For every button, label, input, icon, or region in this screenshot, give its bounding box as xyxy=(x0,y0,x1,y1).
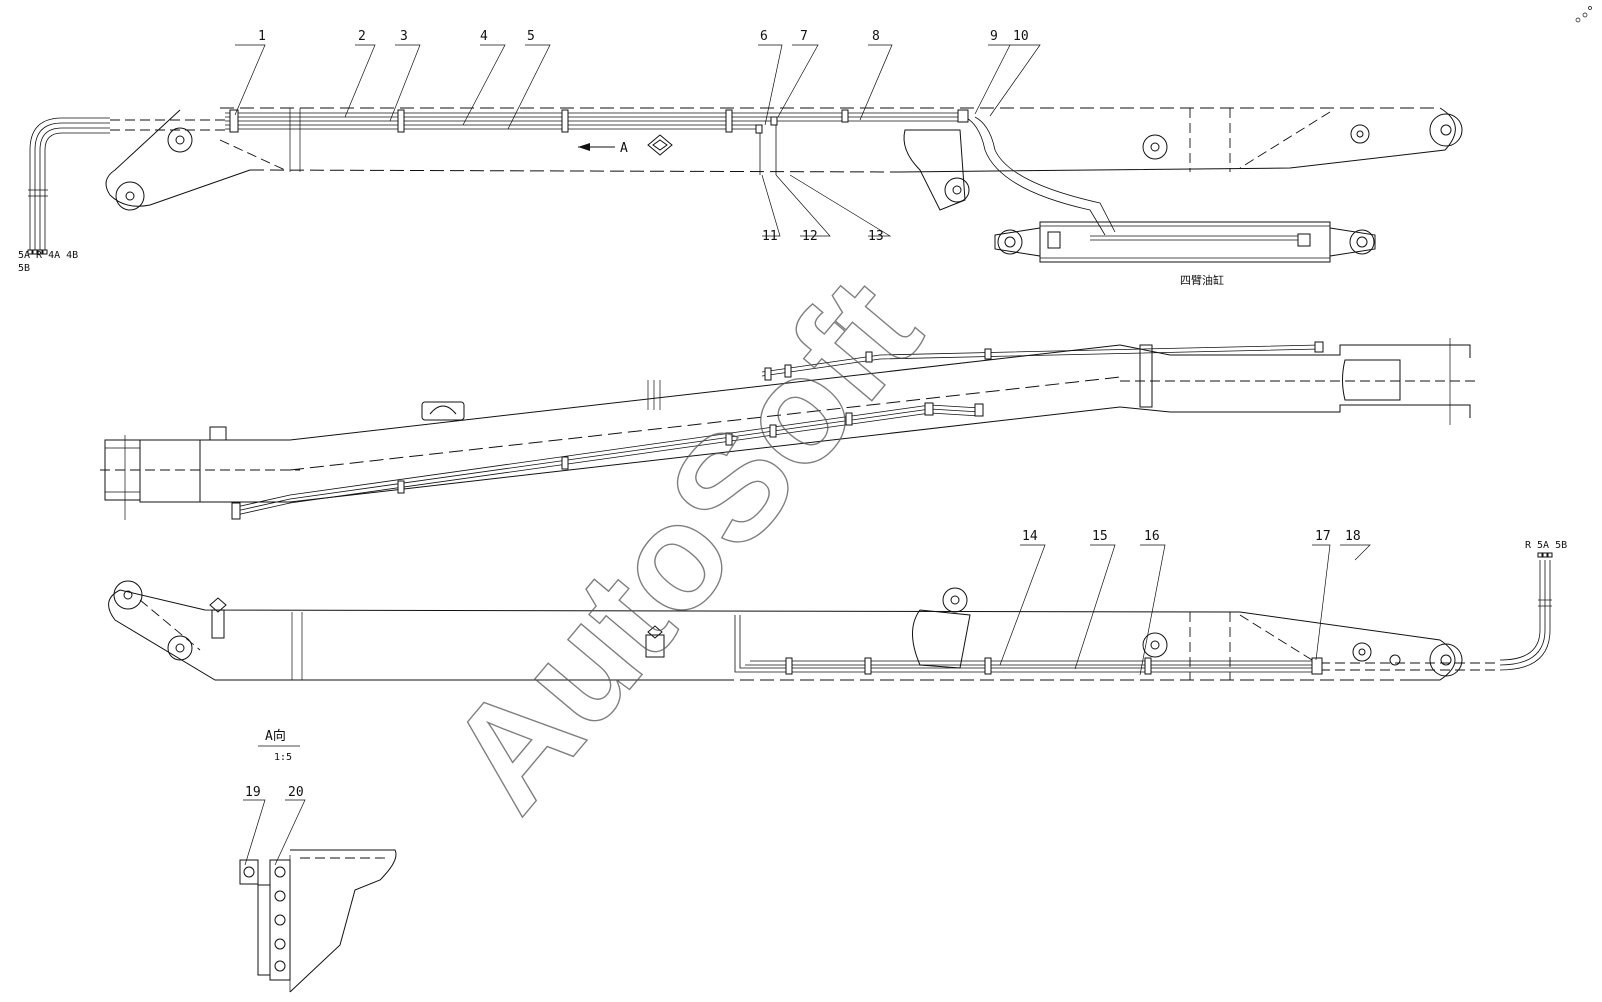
callout-10: 10 xyxy=(1013,29,1029,44)
watermark: AutoSoft xyxy=(416,248,952,841)
top-arm-view: 5A R 4A 4B 5B xyxy=(18,29,1463,287)
arrow-a-label: A xyxy=(620,141,628,156)
callout-5: 5 xyxy=(527,29,535,44)
cylinder-caption: 四臂油缸 xyxy=(1180,273,1224,287)
ports-top-label: 5A R 4A 4B xyxy=(18,250,78,261)
callout-19: 19 xyxy=(245,785,261,800)
callout-8: 8 xyxy=(872,29,880,44)
callout-17: 17 xyxy=(1315,529,1331,544)
callout-20: 20 xyxy=(288,785,304,800)
view-scale: 1:5 xyxy=(274,752,292,763)
callout-3: 3 xyxy=(400,29,408,44)
callout-13: 13 xyxy=(868,229,884,244)
callout-15: 15 xyxy=(1092,529,1108,544)
callout-14: 14 xyxy=(1022,529,1038,544)
ports-bottom-label: R 5A 5B xyxy=(1525,540,1567,551)
detail-view-a: A向 1:5 19 20 xyxy=(239,728,397,993)
callout-12: 12 xyxy=(802,229,818,244)
callout-18: 18 xyxy=(1345,529,1361,544)
callout-4: 4 xyxy=(480,29,488,44)
callout-11: 11 xyxy=(762,229,778,244)
callout-7: 7 xyxy=(800,29,808,44)
middle-arm-view xyxy=(100,338,1475,520)
bottom-arm-view: R 5A 5B 14 15 16 17 18 xyxy=(108,529,1567,681)
callout-16: 16 xyxy=(1144,529,1160,544)
callout-2: 2 xyxy=(358,29,366,44)
callout-9: 9 xyxy=(990,29,998,44)
ports-top-label-2: 5B xyxy=(18,263,30,274)
callout-1: 1 xyxy=(258,29,266,44)
view-title: A向 xyxy=(265,728,286,744)
arm-cylinder: 四臂油缸 xyxy=(994,221,1376,287)
callout-6: 6 xyxy=(760,29,768,44)
